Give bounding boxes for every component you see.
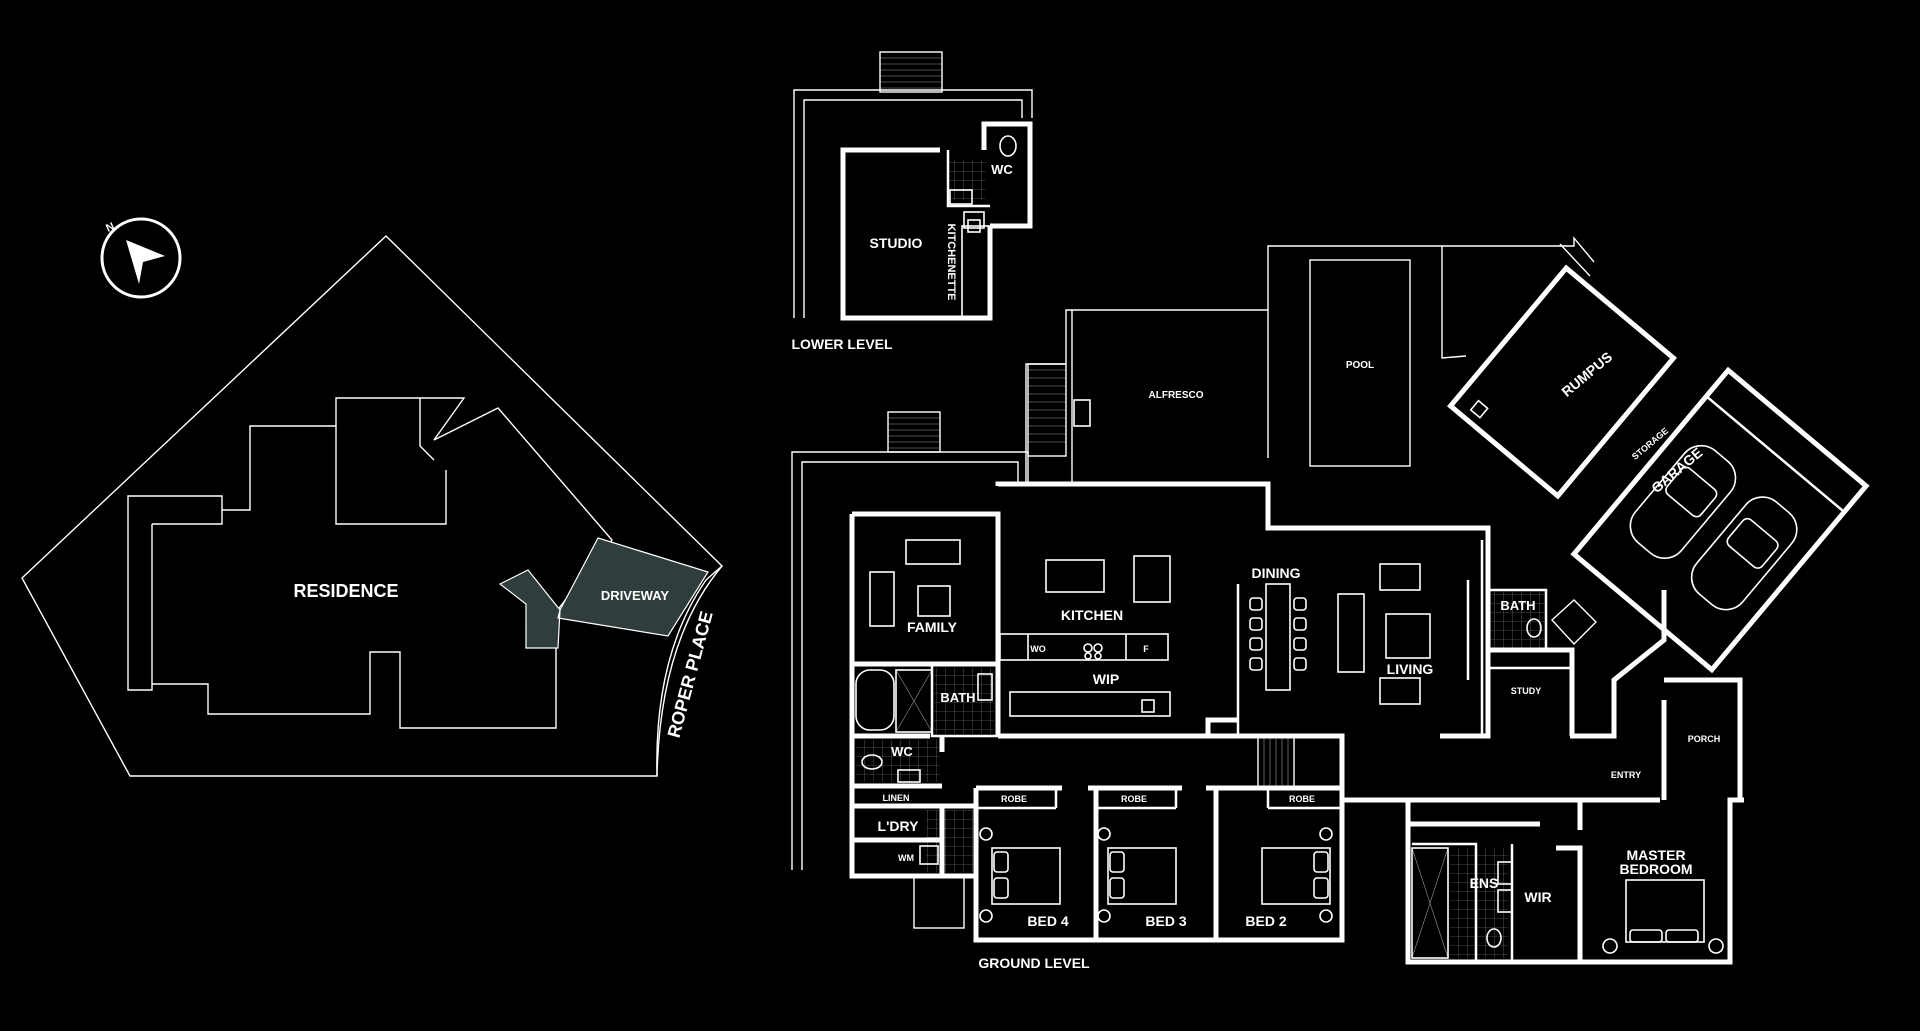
driveway-label: DRIVEWAY <box>601 588 669 603</box>
pool-label: POOL <box>1346 360 1374 371</box>
bed-2-label: BED 2 <box>1245 913 1286 929</box>
alfresco-label: ALFRESCO <box>1149 390 1204 401</box>
pool <box>1309 259 1411 467</box>
residence-label: RESIDENCE <box>293 581 398 601</box>
garage <box>1570 366 1870 674</box>
site-plan: N RESIDENCE DRIVEWAY ROPER PLACE <box>21 217 724 777</box>
wc-label: WC <box>891 744 913 759</box>
dining-table <box>1249 583 1307 691</box>
ensuite-label: ENS <box>1470 875 1499 891</box>
washing-machine-label: WM <box>898 853 914 863</box>
bed-icon <box>1097 827 1177 923</box>
bath-east-label: BATH <box>1500 598 1535 613</box>
ground-level-plan: ALFRESCO POOL RUMPUS STORAGE GARAGE FAMI… <box>791 236 1870 971</box>
lower-wc-label: WC <box>991 162 1013 177</box>
car-icon <box>1690 496 1798 611</box>
living-label: LIVING <box>1387 661 1434 677</box>
rear-stairs <box>913 875 965 929</box>
bed-icon <box>1261 827 1333 923</box>
study-label: STUDY <box>1511 686 1542 696</box>
bed-3-label: BED 3 <box>1145 913 1186 929</box>
ground-level-label: GROUND LEVEL <box>978 955 1090 971</box>
bed-icon <box>979 827 1061 923</box>
entry-stairs <box>1257 735 1295 789</box>
wir-label: WIR <box>1524 889 1551 905</box>
fridge-label: F <box>1143 644 1149 654</box>
driveway <box>498 537 709 649</box>
wip-label: WIP <box>1093 671 1119 687</box>
rumpus-label: RUMPUS <box>1558 349 1615 400</box>
master-bed-icon <box>1602 879 1724 954</box>
kitchen-label: KITCHEN <box>1061 607 1123 623</box>
bath-west-label: BATH <box>940 690 975 705</box>
laundry-label: L'DRY <box>878 818 920 834</box>
family-label: FAMILY <box>907 619 958 635</box>
car-icon <box>1629 444 1737 560</box>
north-compass-icon: N <box>100 217 182 299</box>
bed-4-label: BED 4 <box>1027 913 1068 929</box>
west-stairs <box>887 411 941 453</box>
lower-level-plan: STUDIO WC KITCHENETTE LOWER LEVEL <box>791 51 1033 352</box>
robe-4-label: ROBE <box>1001 794 1027 804</box>
rumpus-room <box>1447 264 1677 500</box>
entry-label: ENTRY <box>1611 770 1641 780</box>
master-label-line1: MASTER <box>1626 847 1685 863</box>
master-label-line2: BEDROOM <box>1619 861 1692 877</box>
lot-boundary <box>21 235 724 777</box>
wall-oven-label: WO <box>1030 644 1046 654</box>
kitchenette-label: KITCHENETTE <box>945 224 957 301</box>
porch-label: PORCH <box>1688 734 1721 744</box>
lower-stairs <box>879 51 943 93</box>
robe-3-label: ROBE <box>1121 794 1147 804</box>
studio-label: STUDIO <box>870 235 923 251</box>
north-label: N <box>104 220 116 234</box>
alfresco-stairs <box>1027 363 1067 457</box>
lower-level-label: LOWER LEVEL <box>791 336 893 352</box>
street-curve <box>656 565 723 777</box>
robe-2-label: ROBE <box>1289 794 1315 804</box>
dining-label: DINING <box>1252 565 1301 581</box>
linen-label: LINEN <box>883 793 910 803</box>
residence-footprint <box>127 397 613 729</box>
